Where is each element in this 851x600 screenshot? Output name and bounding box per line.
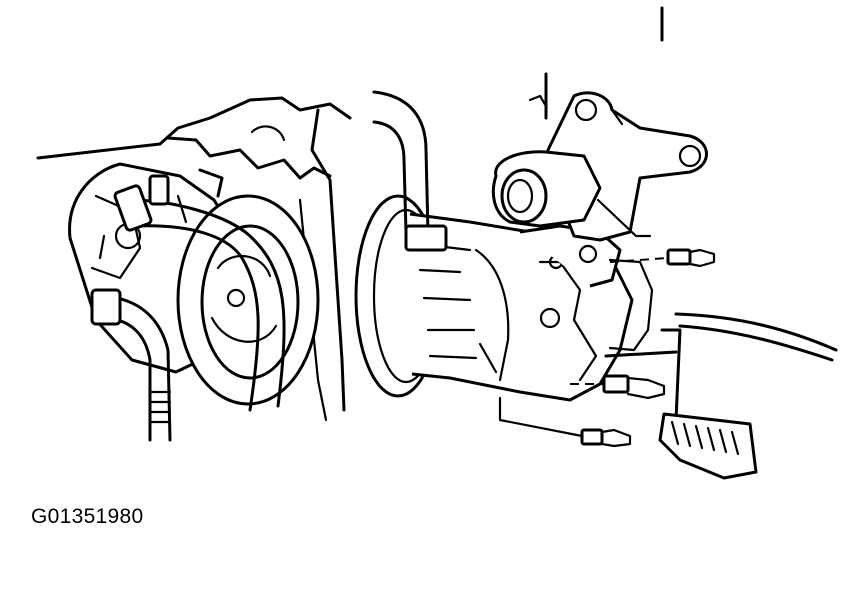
engine-side-plate bbox=[604, 6, 838, 480]
pressure-hose bbox=[90, 174, 286, 442]
figure-code: G01351980 bbox=[31, 505, 144, 528]
mounting-bolt-lower bbox=[498, 396, 632, 448]
mounting-bolt-middle bbox=[570, 374, 666, 400]
mounting-bolt-upper bbox=[609, 248, 716, 268]
suction-hose bbox=[372, 90, 448, 252]
thermostat-housing bbox=[491, 72, 708, 242]
